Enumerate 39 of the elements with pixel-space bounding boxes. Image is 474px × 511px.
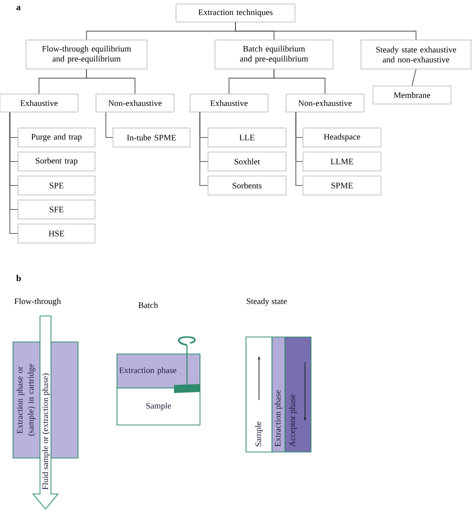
category-box: In-tube SPME	[112, 128, 190, 148]
category-box: Sorbents	[208, 176, 286, 196]
connector-line	[9, 112, 18, 234]
connector-line	[86, 68, 136, 94]
category-box: Non-exhaustive	[286, 94, 364, 112]
category-box: Sorbent trap	[18, 152, 96, 172]
category-box: Exhaustive	[0, 94, 78, 112]
category-box: Extraction techniques	[176, 4, 296, 22]
extraction-phase-column: Extraction phase	[272, 336, 286, 452]
category-box: Flow-through equilibrium and pre-equilibrium	[26, 40, 148, 70]
category-box: SFE	[18, 200, 96, 220]
connector-line	[199, 112, 208, 186]
sample-layer: Sample	[116, 388, 200, 426]
category-box: LLE	[208, 128, 286, 148]
category-box: Soxhlet	[208, 152, 286, 172]
sample-column: Sample	[246, 336, 272, 452]
panel-title: Steady state	[246, 298, 287, 306]
category-box: SPME	[302, 176, 382, 196]
connector-line	[274, 68, 326, 94]
connector-line	[412, 68, 416, 86]
category-box: Non-exhaustive	[96, 94, 174, 112]
panel-title: Batch	[138, 302, 158, 308]
category-box: Purge and trap	[18, 128, 96, 148]
panel-label: b	[16, 274, 21, 282]
connector-line	[295, 112, 304, 186]
extraction-phase-layer: Extraction phase	[116, 354, 200, 388]
category-box: Headspace	[302, 128, 382, 148]
category-box: LLME	[302, 152, 382, 172]
panel-label: a	[16, 6, 21, 10]
category-box: HSE	[18, 224, 96, 244]
category-box: Steady state exhaustive and non-exhaustive	[360, 40, 472, 70]
panel-title: Flow-through	[14, 298, 61, 306]
connector-line	[105, 112, 114, 138]
connector-line	[235, 22, 416, 40]
category-box: Batch equilibrium and pre-equilibrium	[214, 40, 334, 70]
category-box: Exhaustive	[190, 94, 268, 112]
acceptor-phase-column: Acceptor phase	[284, 336, 312, 452]
category-box: SPE	[18, 176, 96, 196]
category-box: Membrane	[372, 86, 452, 104]
